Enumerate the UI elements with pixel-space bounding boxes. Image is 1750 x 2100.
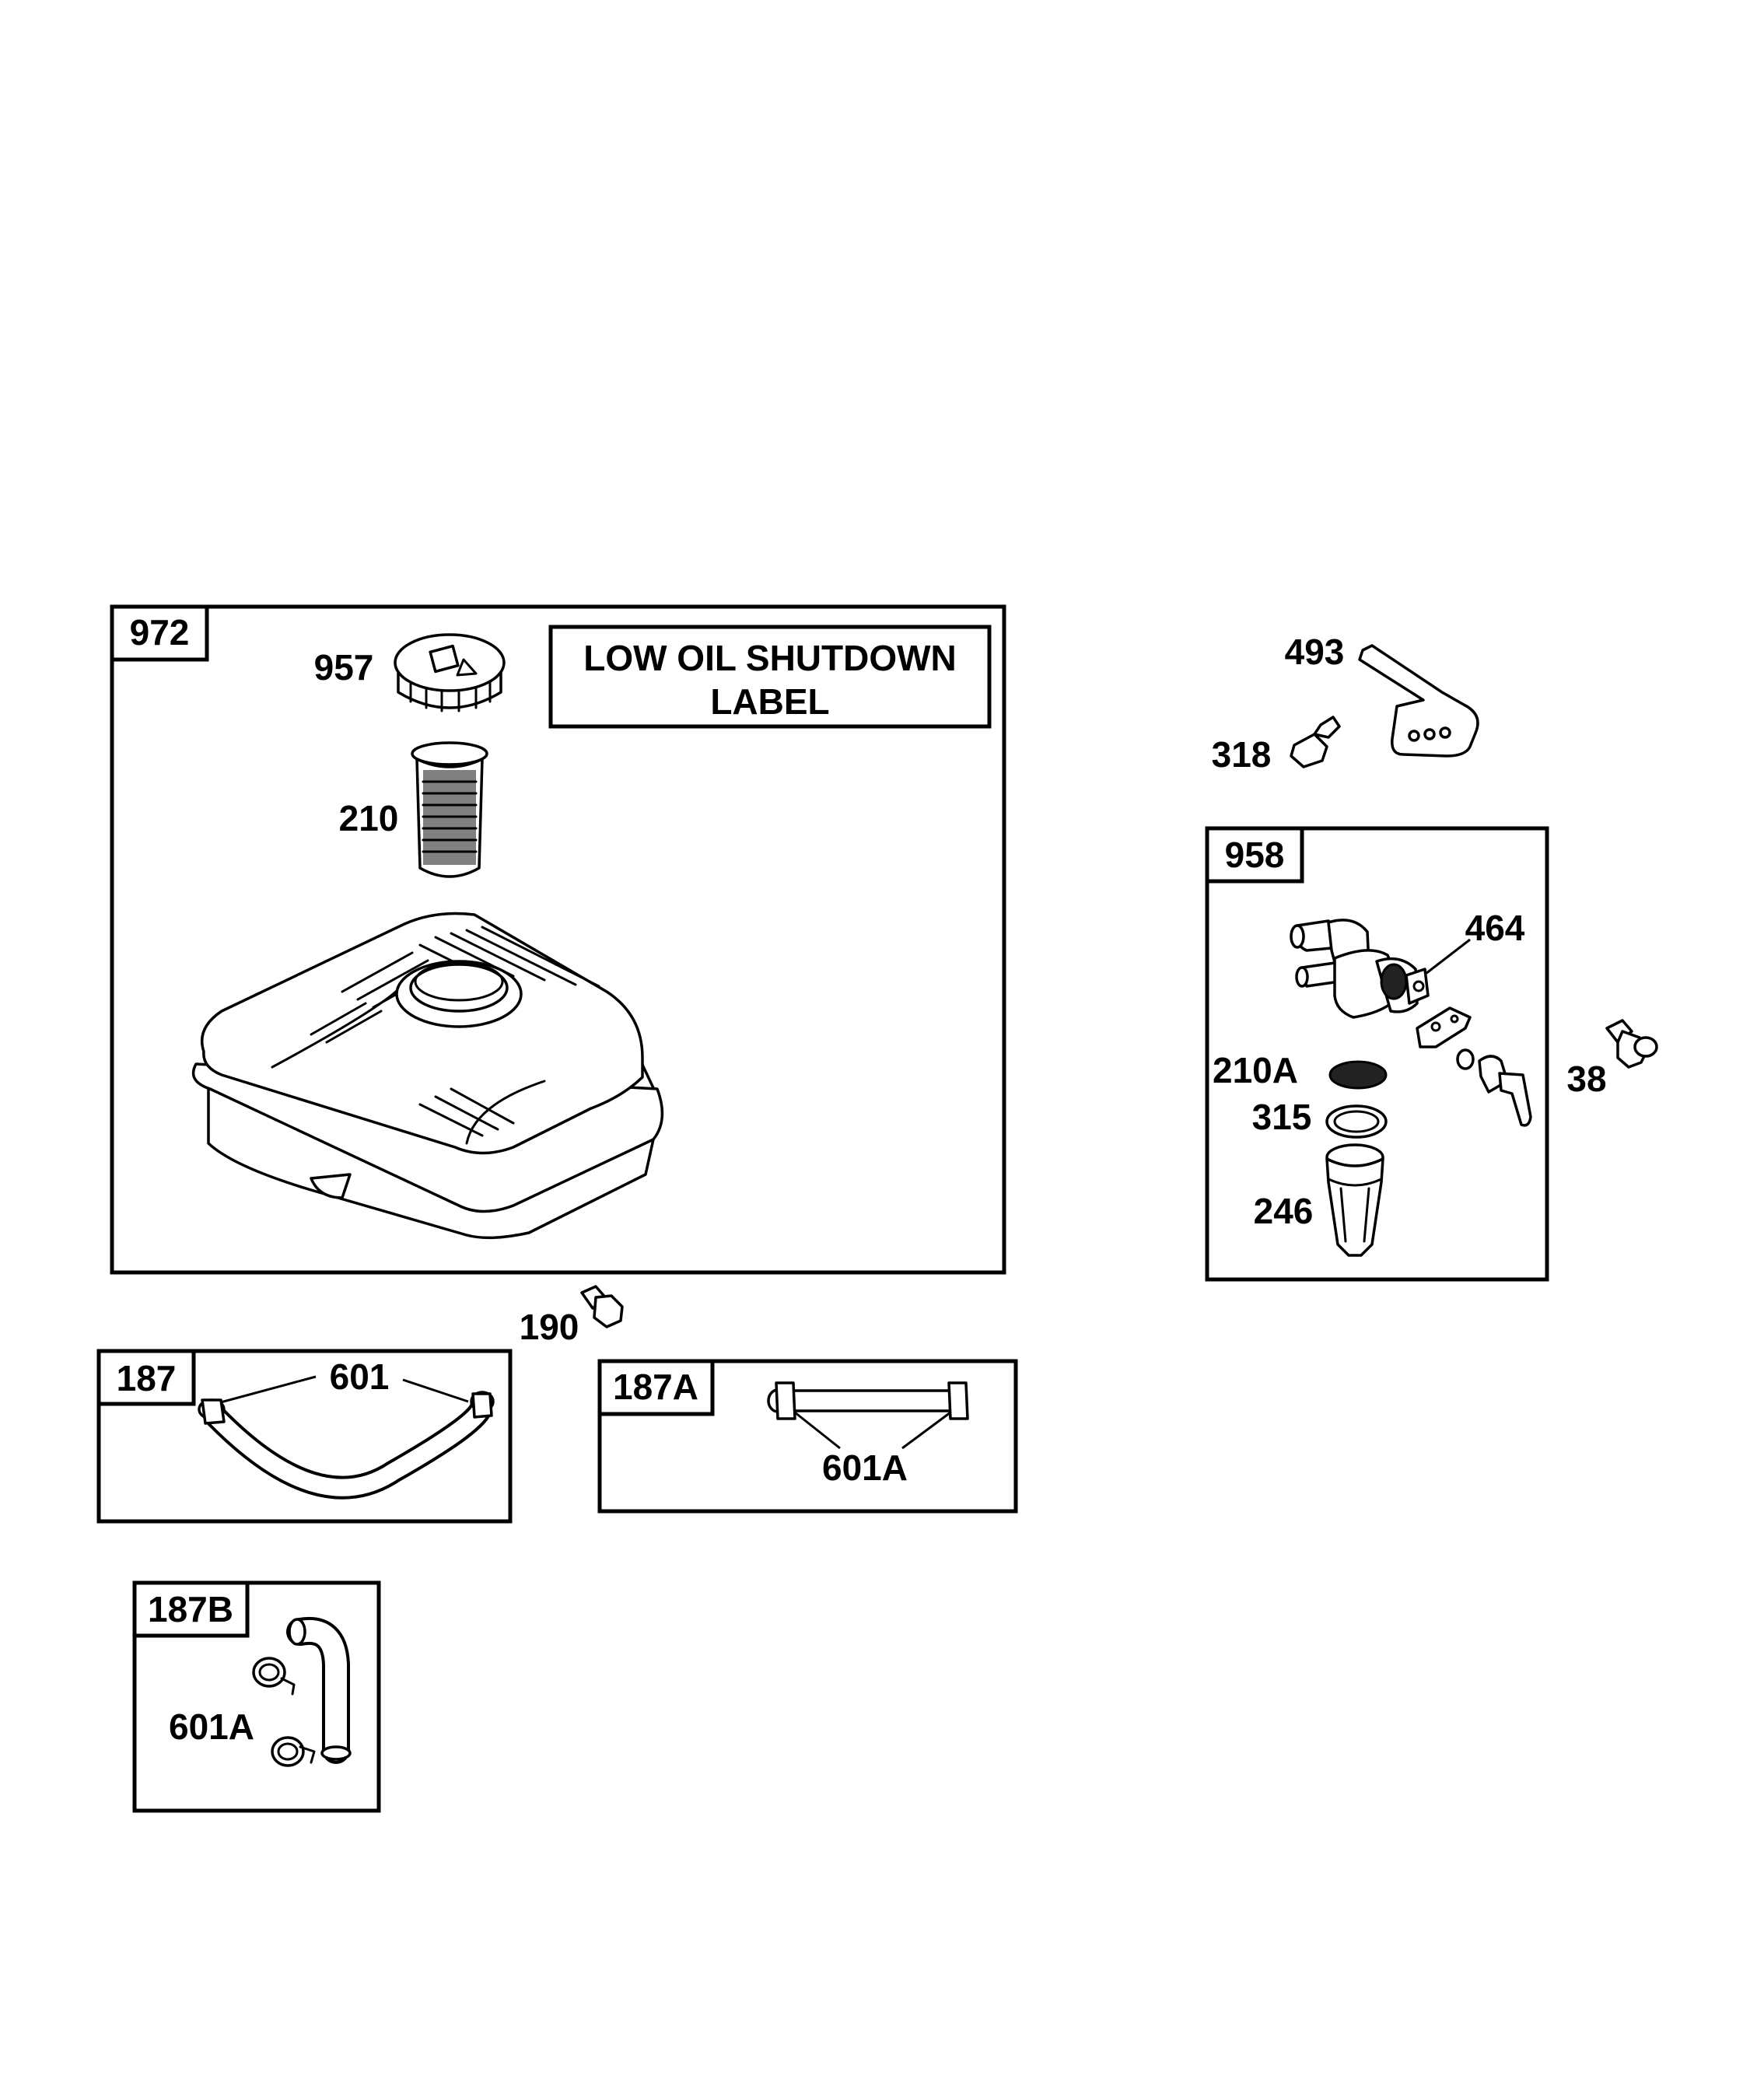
part-601A-label-a: 601A [822, 1447, 908, 1488]
bolt-318-icon [1290, 716, 1341, 768]
label-note-line2: LABEL [710, 681, 829, 722]
screen-210A-icon [1328, 1060, 1388, 1090]
fuel-line-icon [198, 1391, 495, 1500]
fuel-line-straight-icon [767, 1381, 969, 1420]
group-972-label: 972 [130, 612, 190, 653]
part-210-label: 210 [339, 798, 399, 838]
low-oil-shutdown-label-box [548, 625, 992, 729]
group-187B: 187B 601A [132, 1580, 381, 1813]
hose-clamp-icon [271, 1736, 316, 1767]
screw-38-icon [1605, 1019, 1658, 1069]
part-601A-label-b: 601A [169, 1706, 254, 1747]
group-187A: 187A 601A [597, 1359, 1018, 1514]
group-187: 187 601 [96, 1349, 513, 1524]
group-187A-frame [597, 1359, 1018, 1514]
part-210A-label: 210A [1213, 1050, 1298, 1090]
bracket-assembly: 493 318 [1212, 632, 1479, 775]
filter-bowl-icon [1325, 1143, 1384, 1257]
fuel-tank-icon [191, 912, 664, 1240]
group-972-tab [110, 604, 209, 662]
fuel-strainer-icon [411, 741, 488, 878]
group-958-tab [1205, 826, 1304, 884]
group-187-label: 187 [117, 1358, 177, 1398]
group-187B-frame [132, 1580, 381, 1813]
group-958: 958 464 210A [1205, 826, 1549, 1282]
label-note-line1: LOW OIL SHUTDOWN [583, 638, 957, 678]
part-493-label: 493 [1285, 632, 1345, 672]
group-187A-tab [597, 1359, 715, 1416]
part-464-label: 464 [1465, 908, 1525, 948]
part-246-label: 246 [1254, 1191, 1314, 1231]
o-ring-icon [1456, 1048, 1475, 1070]
group-958-label: 958 [1225, 835, 1285, 875]
elbow-hose-icon [286, 1616, 352, 1764]
fuel-cap-icon [394, 633, 506, 712]
gasket-icon [1416, 1006, 1472, 1048]
bolt-190-icon [580, 1285, 624, 1328]
hose-clamp-icon [252, 1657, 296, 1696]
group-187B-tab [132, 1580, 250, 1638]
group-187B-label: 187B [148, 1589, 233, 1629]
leader-601A-left [794, 1411, 841, 1450]
group-972: 972 LOW OIL SHUTDOWN LABEL 957 210 [110, 604, 1006, 1275]
leader-601A-right [901, 1411, 951, 1450]
group-958-frame [1205, 826, 1549, 1282]
bracket-icon [1358, 644, 1479, 758]
part-38-label: 38 [1566, 1059, 1606, 1099]
part-315-label: 315 [1252, 1097, 1312, 1137]
group-187-frame [96, 1349, 513, 1524]
group-187-tab [96, 1349, 196, 1406]
valve-lever-icon [1478, 1055, 1532, 1127]
part-957-label: 957 [314, 647, 374, 688]
leader-601-right [402, 1378, 469, 1403]
fuel-valve-icon [1290, 919, 1430, 1019]
part-318-label: 318 [1212, 734, 1272, 775]
leader-601-left [217, 1375, 317, 1405]
group-972-frame [110, 604, 1006, 1275]
gasket-ring-icon [1325, 1104, 1388, 1139]
part-190-label: 190 [520, 1307, 579, 1347]
group-187A-label: 187A [613, 1367, 698, 1407]
part-601-label: 601 [330, 1356, 390, 1397]
